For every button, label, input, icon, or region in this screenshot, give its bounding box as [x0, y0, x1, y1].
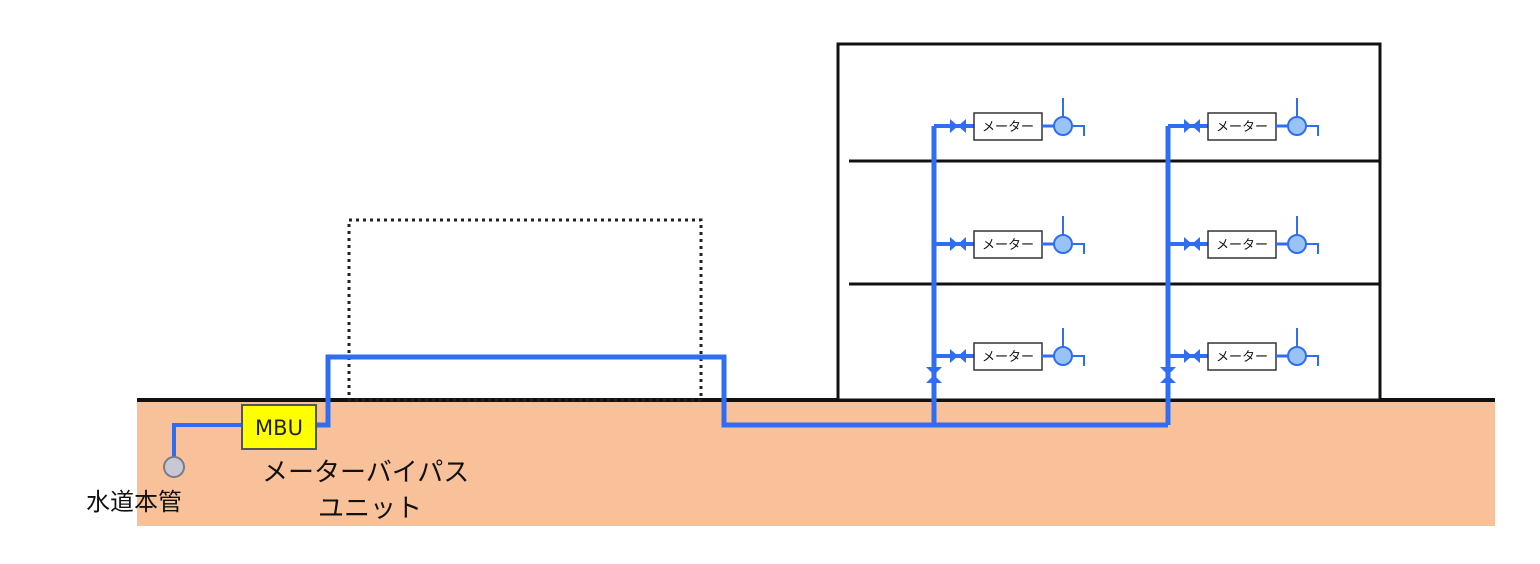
- faucet-icon: [1053, 116, 1073, 136]
- meter-label: メーター: [1216, 120, 1268, 135]
- meter-label: メーター: [982, 120, 1034, 135]
- gate-valve-icon: [1184, 237, 1200, 251]
- faucet-icon: [1287, 234, 1307, 254]
- faucet-icon: [1287, 346, 1307, 366]
- spout-icon: [1306, 243, 1319, 254]
- water-main-circle: [163, 456, 185, 478]
- mbu-caption-line1: メーターバイパス: [262, 458, 470, 488]
- planned-building-outline: [347, 218, 703, 402]
- water-main-label: 水道本管: [86, 488, 182, 516]
- meter-unit: メーター: [934, 98, 1085, 141]
- faucet-icon: [1053, 346, 1073, 366]
- meter-label: メーター: [982, 238, 1034, 253]
- mbu-box-label: MBU: [255, 416, 303, 440]
- spout-icon: [1072, 125, 1085, 136]
- gate-valve-icon: [950, 349, 966, 363]
- spout-icon: [1306, 125, 1319, 136]
- mbu-caption-line2: ユニット: [318, 494, 423, 524]
- meter-box: [1207, 342, 1277, 371]
- gate-valve-icon: [1184, 119, 1200, 133]
- gate-valve-icon: [950, 237, 966, 251]
- meter-box: [1207, 112, 1277, 141]
- mbu-box: [241, 404, 317, 450]
- spout-icon: [1072, 355, 1085, 366]
- meter-unit: メーター: [934, 216, 1085, 259]
- building-outline: [836, 42, 1382, 402]
- riser-valve-left: [926, 367, 942, 383]
- spout-icon: [1072, 243, 1085, 254]
- spout-icon: [1306, 355, 1319, 366]
- meter-label: メーター: [1216, 238, 1268, 253]
- meter-unit: メーター: [1168, 216, 1319, 259]
- riser-valve-right: [1160, 367, 1176, 383]
- meter-label: メーター: [1216, 350, 1268, 365]
- faucet-icon: [1287, 116, 1307, 136]
- main-pipe: [316, 354, 1168, 428]
- meter-label: メーター: [982, 350, 1034, 365]
- meter-unit: メーター: [1168, 98, 1319, 141]
- meter-unit: メーター: [1168, 328, 1319, 371]
- meter-box: [973, 112, 1043, 141]
- ground: [137, 400, 1495, 526]
- meter-unit: メーター: [934, 328, 1085, 371]
- gate-valve-icon: [1184, 349, 1200, 363]
- meter-box: [1207, 230, 1277, 259]
- service-pipe: [172, 423, 242, 462]
- faucet-icon: [1053, 234, 1073, 254]
- gate-valve-icon: [950, 119, 966, 133]
